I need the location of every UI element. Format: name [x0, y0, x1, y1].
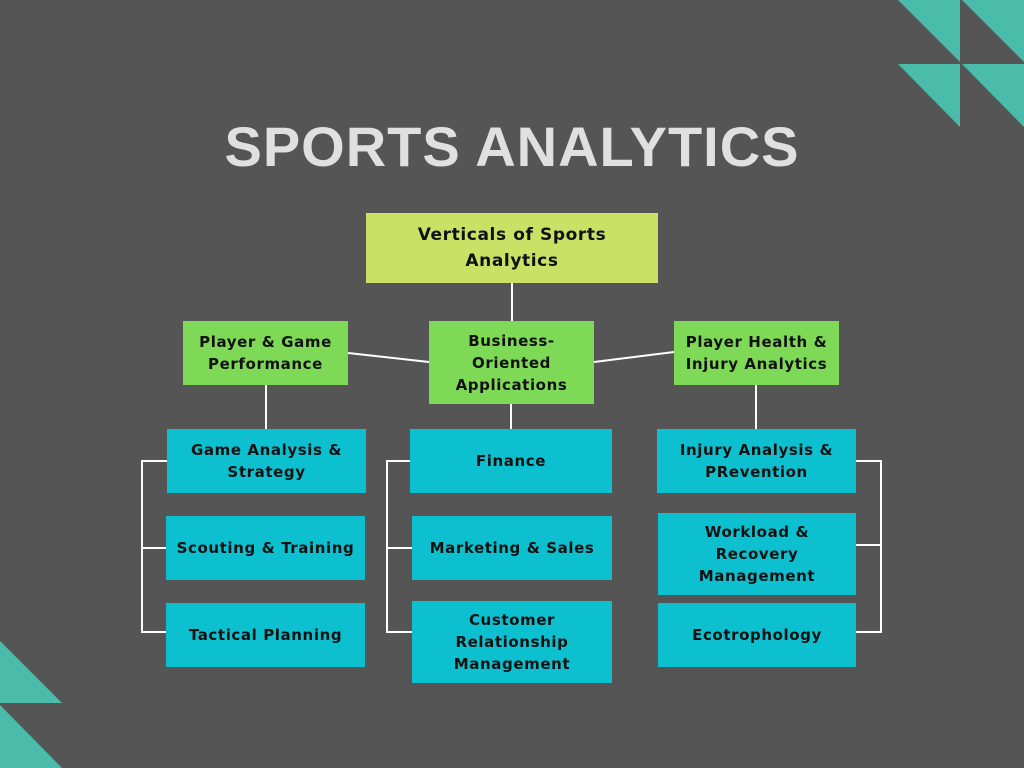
corner-triangle-icon: [898, 64, 960, 127]
leaf-label: Customer Relationship Management: [453, 611, 571, 673]
category-node-business-oriented-applications: Business-Oriented Applications: [429, 321, 594, 404]
leaf-label: Marketing & Sales: [429, 539, 595, 557]
category-label: Player & Game Performance: [199, 333, 332, 373]
leaf-node-workload-recovery-management: Workload & Recovery Management: [658, 513, 856, 595]
leaf-node-customer-relationship-management: Customer Relationship Management: [412, 601, 612, 683]
leaf-label: Ecotrophology: [692, 626, 822, 644]
bracket-business-items: [386, 460, 412, 633]
corner-triangle-icon: [962, 0, 1024, 62]
leaf-node-scouting-training: Scouting & Training: [166, 516, 365, 580]
category-node-player-health-injury: Player Health & Injury Analytics: [674, 321, 839, 385]
leaf-label: Finance: [475, 452, 547, 470]
leaf-label: Game Analysis & Strategy: [190, 441, 343, 481]
leaf-node-ecotrophology: Ecotrophology: [658, 603, 856, 667]
category-label: Business-Oriented Applications: [455, 331, 568, 394]
category-node-player-game-performance: Player & Game Performance: [183, 321, 348, 385]
corner-triangle-icon: [898, 0, 960, 62]
bracket-health-items: [856, 460, 882, 633]
corner-triangle-icon: [0, 705, 62, 768]
leaf-node-finance: Finance: [410, 429, 612, 493]
leaf-label: Tactical Planning: [188, 626, 343, 644]
leaf-label: Scouting & Training: [176, 539, 355, 557]
page-title: SPORTS ANALYTICS: [224, 115, 800, 178]
corner-triangle-icon: [0, 641, 62, 703]
corner-triangle-icon: [962, 64, 1024, 127]
root-node: Verticals of Sports Analytics: [366, 213, 658, 283]
leaf-node-game-analysis-strategy: Game Analysis & Strategy: [167, 429, 366, 493]
leaf-label: Workload & Recovery Management: [698, 523, 816, 585]
category-label: Player Health & Injury Analytics: [685, 333, 828, 373]
bracket-player-items: [141, 460, 167, 633]
leaf-node-tactical-planning: Tactical Planning: [166, 603, 365, 667]
leaf-node-marketing-sales: Marketing & Sales: [412, 516, 612, 580]
connector-business-to-health: [593, 351, 675, 363]
leaf-node-injury-analysis-prevention: Injury Analysis & PRevention: [657, 429, 856, 493]
root-node-label: Verticals of Sports Analytics: [417, 225, 607, 271]
leaf-label: Injury Analysis & PRevention: [679, 441, 834, 481]
connector-business-to-player: [347, 352, 430, 363]
